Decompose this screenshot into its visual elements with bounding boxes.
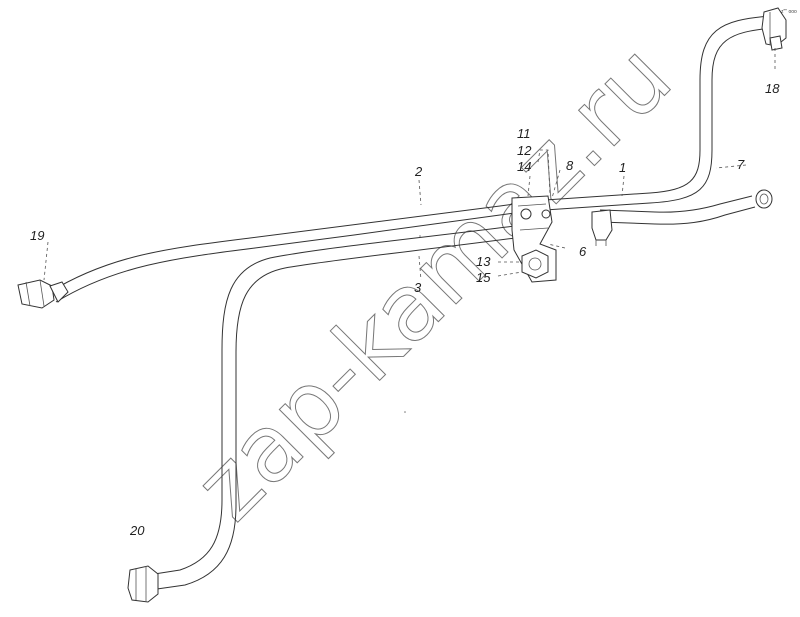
- label-8: 8: [566, 158, 574, 173]
- label-19: 19: [30, 228, 44, 243]
- label-12: 12: [517, 143, 532, 158]
- fitting-20: [127, 565, 159, 603]
- tube-3: [147, 225, 516, 591]
- dot-mark: [404, 411, 406, 413]
- label-3: 3: [414, 280, 422, 295]
- fitting-18: [761, 7, 787, 51]
- tube-2: [49, 202, 523, 303]
- label-14: 14: [517, 159, 531, 174]
- watermark-text: zap-kamaz.ru: [175, 24, 692, 541]
- label-1: 1: [619, 160, 626, 175]
- label-20: 20: [129, 523, 145, 538]
- clamp-bracket-assembly: [511, 195, 613, 283]
- label-15: 15: [476, 270, 491, 285]
- label-13: 13: [476, 254, 491, 269]
- tube-1-7: [544, 15, 773, 225]
- dot-mark: [419, 235, 421, 237]
- fitting-19: [17, 279, 69, 309]
- label-18: 18: [765, 81, 780, 96]
- label-2: 2: [414, 164, 423, 179]
- label-7: 7: [737, 157, 745, 172]
- label-6: 6: [579, 244, 587, 259]
- label-11: 11: [517, 126, 531, 141]
- leader-lines: [43, 48, 776, 281]
- corner-mark: z"" ooo: [781, 9, 797, 15]
